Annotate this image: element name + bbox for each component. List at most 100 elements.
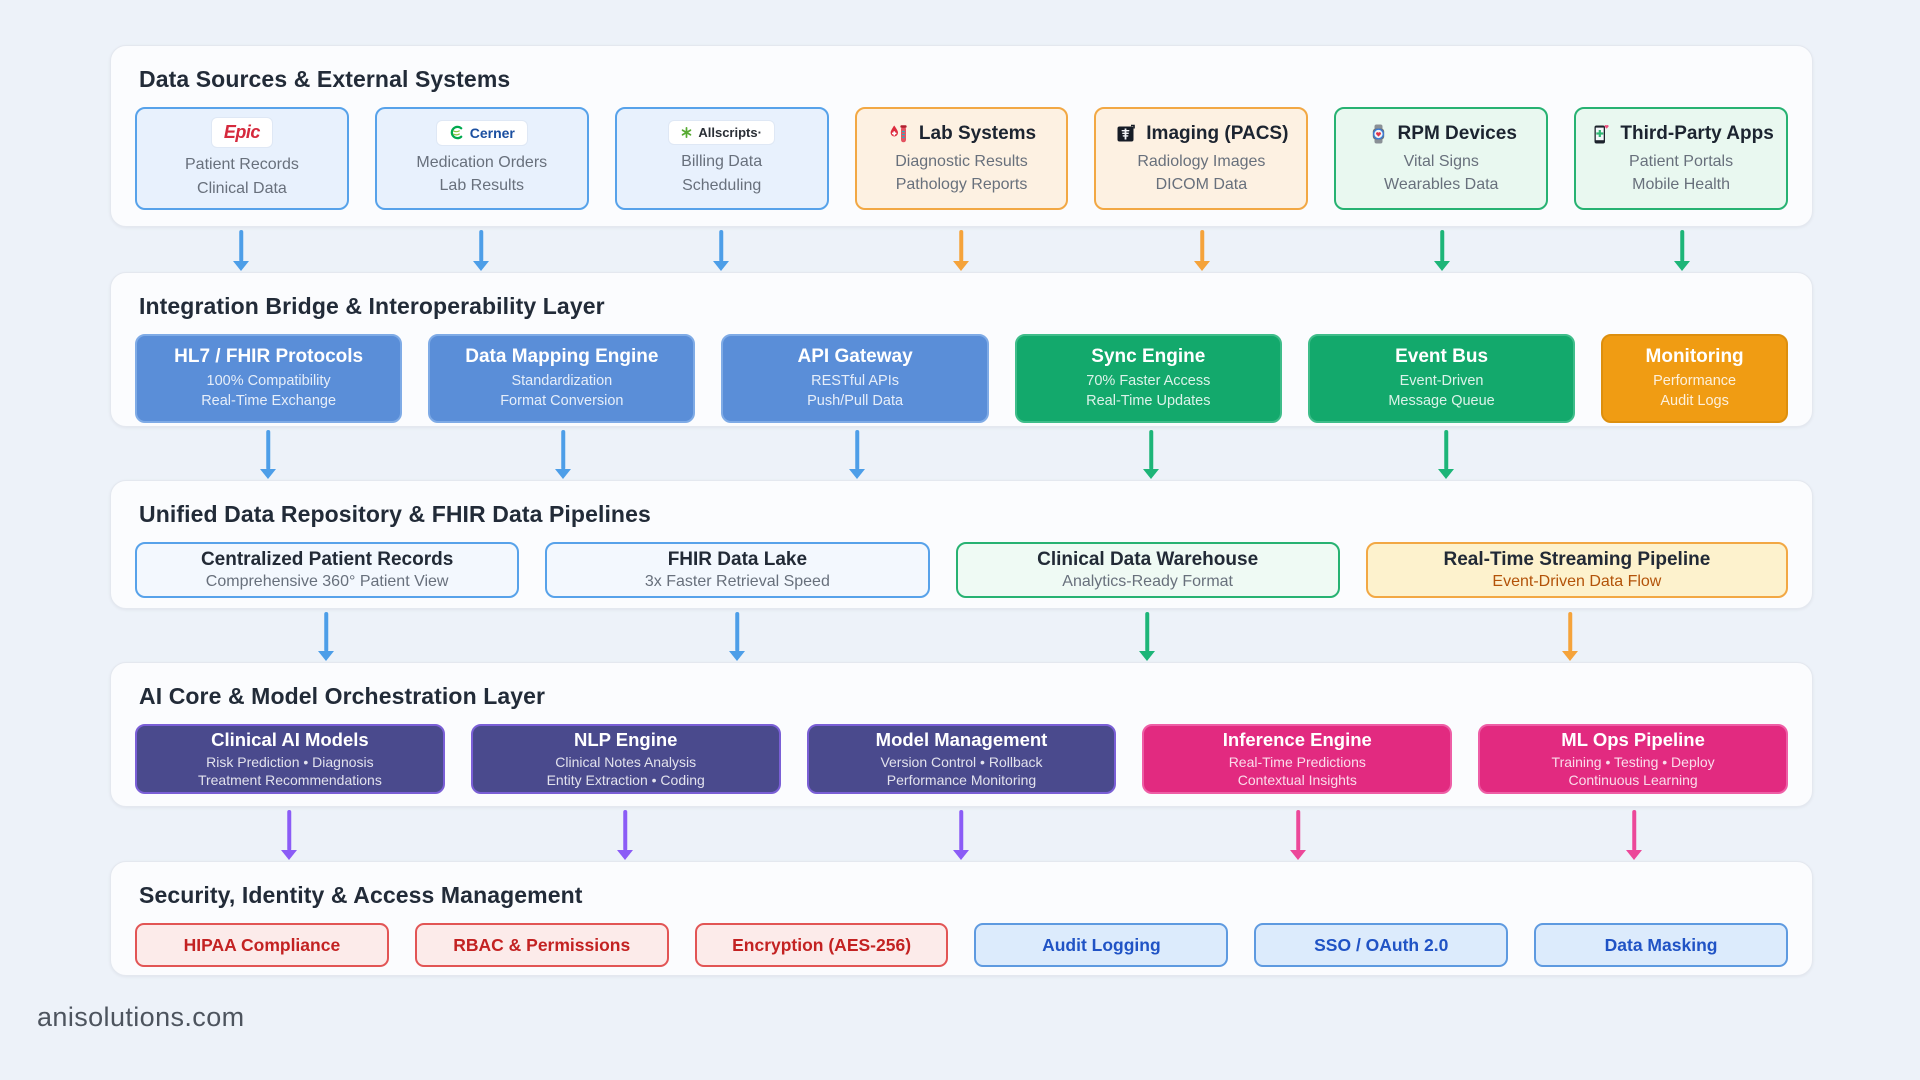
card-monitoring: Monitoring Performance Audit Logs <box>1601 334 1789 423</box>
pill-hipaa-compliance: HIPAA Compliance <box>135 923 389 967</box>
flow-arrow <box>1193 230 1211 271</box>
card-subtitle: 3x Faster Retrieval Speed <box>644 573 830 590</box>
flow-arrow <box>317 612 335 661</box>
card-title: Lab Systems <box>918 122 1037 144</box>
layer-title: Data Sources & External Systems <box>139 66 511 92</box>
card-line: DICOM Data <box>1155 176 1248 193</box>
card-title: HL7 / FHIR Protocols <box>174 345 364 367</box>
card-line: Version Control • Rollback <box>880 753 1043 770</box>
card-subtitle: Analytics-Ready Format <box>1062 573 1233 590</box>
flow-arrow <box>259 430 277 479</box>
flow-connector-row-3 <box>0 609 1920 662</box>
layer-integration-bridge: Integration Bridge & Interoperability La… <box>110 272 1813 427</box>
card-line: Wearables Data <box>1384 176 1499 193</box>
flow-arrow <box>952 230 970 271</box>
card-title: Clinical AI Models <box>211 728 369 750</box>
card-third-party-apps: Third-Party Apps Patient Portals Mobile … <box>1574 107 1789 210</box>
cerner-swirl-icon <box>449 125 464 140</box>
card-title: NLP Engine <box>573 728 678 750</box>
card-title: FHIR Data Lake <box>667 549 808 570</box>
layer-data-sources: Data Sources & External Systems Epic Pat… <box>110 45 1813 227</box>
allscripts-logo-text: Allscripts· <box>698 125 762 141</box>
flow-arrow <box>1625 810 1643 860</box>
card-title: Data Mapping Engine <box>465 345 659 367</box>
card-title: Centralized Patient Records <box>200 549 454 570</box>
smartwatch-icon <box>1366 122 1390 146</box>
card-line: Scheduling <box>682 176 762 194</box>
card-line: Clinical Data <box>197 179 287 197</box>
pill-rbac-permissions: RBAC & Permissions <box>414 923 669 967</box>
card-clinical-data-warehouse: Clinical Data Warehouse Analytics-Ready … <box>955 542 1340 598</box>
epic-logo-text: Epic <box>223 122 261 143</box>
card-line: RESTful APIs <box>811 372 899 389</box>
mobile-health-icon <box>1588 122 1612 146</box>
card-line: Entity Extraction • Coding <box>546 772 705 788</box>
card-line: Mobile Health <box>1632 176 1730 193</box>
card-sync-engine: Sync Engine 70% Faster Access Real-Time … <box>1014 334 1282 423</box>
card-epic: Epic Patient Records Clinical Data <box>135 107 349 210</box>
card-line: Billing Data <box>681 153 763 171</box>
card-line: Lab Results <box>439 177 525 194</box>
card-line: Message Queue <box>1388 392 1495 409</box>
card-inference-engine: Inference Engine Real-Time Predictions C… <box>1142 724 1453 794</box>
card-line: Push/Pull Data <box>807 392 904 409</box>
layer-security-identity-access: Security, Identity & Access Management H… <box>110 861 1813 976</box>
flow-arrow <box>952 810 970 860</box>
pill-encryption-aes-256: Encryption (AES-256) <box>694 923 949 967</box>
card-line: Real-Time Predictions <box>1228 753 1366 770</box>
card-line: Contextual Insights <box>1237 772 1357 788</box>
card-line: Performance <box>1653 372 1737 389</box>
layer-ai-core: AI Core & Model Orchestration Layer Clin… <box>110 662 1813 807</box>
card-title: Real-Time Streaming Pipeline <box>1443 549 1711 570</box>
card-line: Pathology Reports <box>895 176 1028 193</box>
flow-arrow <box>280 810 298 860</box>
card-title: Imaging (PACS) <box>1146 122 1289 144</box>
flow-arrow <box>1433 230 1451 271</box>
layer-unified-data-repository: Unified Data Repository & FHIR Data Pipe… <box>110 480 1813 609</box>
card-line: Audit Logs <box>1660 392 1729 409</box>
card-model-management: Model Management Version Control • Rollb… <box>806 724 1117 794</box>
flow-connector-row-2 <box>0 427 1920 480</box>
card-title: ML Ops Pipeline <box>1561 728 1705 750</box>
flow-arrow <box>1437 430 1455 479</box>
card-line: Radiology Images <box>1137 152 1266 170</box>
flow-arrow <box>1138 612 1156 661</box>
card-fhir-data-lake: FHIR Data Lake 3x Faster Retrieval Speed <box>545 542 930 598</box>
layer-title: AI Core & Model Orchestration Layer <box>139 683 546 709</box>
card-subtitle: Comprehensive 360° Patient View <box>205 573 449 590</box>
card-line: Patient Portals <box>1629 152 1734 170</box>
flow-arrow <box>1561 612 1579 661</box>
card-ml-ops-pipeline: ML Ops Pipeline Training • Testing • Dep… <box>1478 724 1788 794</box>
card-title: Clinical Data Warehouse <box>1037 549 1259 570</box>
card-title: Monitoring <box>1645 345 1744 367</box>
epic-logo: Epic <box>211 118 272 148</box>
card-line: Patient Records <box>185 156 299 174</box>
card-hl7-fhir-protocols: HL7 / FHIR Protocols 100% Compatibility … <box>135 334 403 423</box>
flow-arrow <box>1142 430 1160 479</box>
card-line: Treatment Recommendations <box>197 772 382 788</box>
card-line: Event-Driven <box>1399 372 1484 389</box>
card-line: 100% Compatibility <box>206 372 331 389</box>
pill-sso-oauth: SSO / OAuth 2.0 <box>1254 923 1509 967</box>
flow-arrow <box>554 430 572 479</box>
flow-arrow <box>1289 810 1307 860</box>
flow-connector-row-4 <box>0 807 1920 861</box>
footer-brand: anisolutions.com <box>37 1002 245 1032</box>
cerner-logo: Cerner <box>436 120 527 145</box>
allscripts-star-icon <box>681 127 692 139</box>
card-line: Risk Prediction • Diagnosis <box>206 753 374 770</box>
card-line: Diagnostic Results <box>895 152 1028 170</box>
card-subtitle: Event-Driven Data Flow <box>1492 573 1662 590</box>
card-title: Sync Engine <box>1091 345 1206 367</box>
layer-title: Unified Data Repository & FHIR Data Pipe… <box>139 501 651 527</box>
card-line: Real-Time Updates <box>1086 392 1211 409</box>
card-line: Format Conversion <box>500 392 624 409</box>
card-title: Event Bus <box>1395 345 1489 367</box>
lab-test-icon <box>887 122 911 146</box>
card-rpm-devices: RPM Devices Vital Signs Wearables Data <box>1334 107 1549 210</box>
card-title: RPM Devices <box>1397 122 1517 144</box>
card-api-gateway: API Gateway RESTful APIs Push/Pull Data <box>721 334 989 423</box>
allscripts-logo: Allscripts· <box>669 121 774 145</box>
flow-arrow <box>712 230 730 271</box>
flow-arrow <box>728 612 746 661</box>
